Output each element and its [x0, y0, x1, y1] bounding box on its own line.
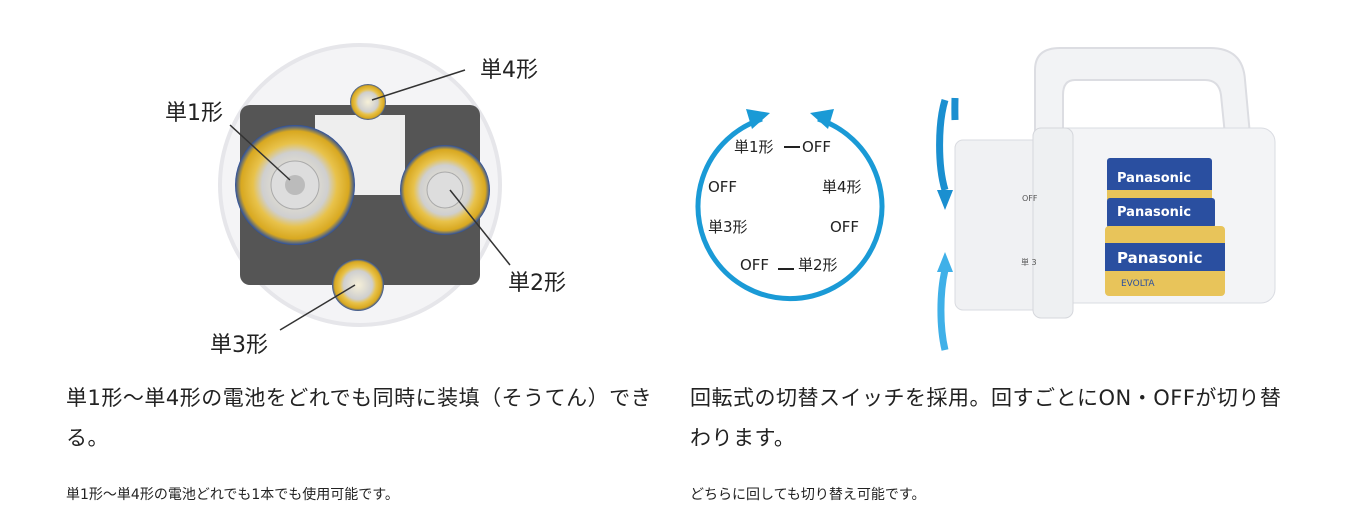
lantern-handle: [1034, 47, 1252, 136]
label-c: 単2形: [508, 271, 566, 296]
dial-off: OFF: [740, 256, 769, 274]
right-note-text: どちらに回しても切り替え可能です。: [690, 487, 926, 503]
lantern-image: OFF 単 3 Panasonic Panasonic Panasonic EV…: [936, 47, 1276, 351]
right-lead-text: 回転式の切替スイッチを採用。回すごとにON・OFFが切り替わります。: [690, 386, 1282, 450]
label-aa: 単3形: [210, 333, 268, 358]
left-lead-text: 単1形～単4形の電池をどれでも同時に装填（そうてん）できる。: [66, 386, 653, 450]
rotate-arrow-icon: [937, 190, 953, 210]
scale-3-label: 単 3: [1021, 257, 1037, 267]
aaa-battery: [350, 84, 386, 120]
switch-dial-diagram: 単1形 OFF 単4形 OFF 単2形 OFF 単3形 OFF: [695, 109, 885, 302]
dial-off: OFF: [830, 218, 859, 236]
dial-aaa: 単4形: [822, 178, 862, 196]
label-aaa: 単4形: [480, 58, 538, 83]
arrow-head-icon: [746, 109, 770, 129]
dial-d: 単1形: [734, 138, 774, 156]
dial-off: OFF: [708, 178, 737, 196]
dial-aa: 単3形: [708, 218, 748, 236]
rotation-arrow: [695, 116, 885, 302]
battery-series-label: EVOLTA: [1121, 279, 1155, 289]
rotate-arrow-icon: [937, 252, 953, 272]
dial-c: 単2形: [798, 256, 838, 274]
battery-brand-label: Panasonic: [1117, 205, 1191, 220]
label-d: 単1形: [165, 101, 223, 126]
battery-compartment-image: 単1形 単4形 単2形 単3形: [165, 43, 566, 358]
battery-brand-label: Panasonic: [1117, 171, 1191, 186]
arrow-head-icon: [810, 109, 834, 129]
dial-off: OFF: [802, 138, 831, 156]
battery-brand-label: Panasonic: [1117, 249, 1202, 267]
scale-off-label: OFF: [1022, 194, 1038, 203]
aa-battery: [332, 259, 384, 311]
left-note-text: 単1形～単4形の電池どれでも1本でも使用可能です。: [66, 487, 399, 503]
